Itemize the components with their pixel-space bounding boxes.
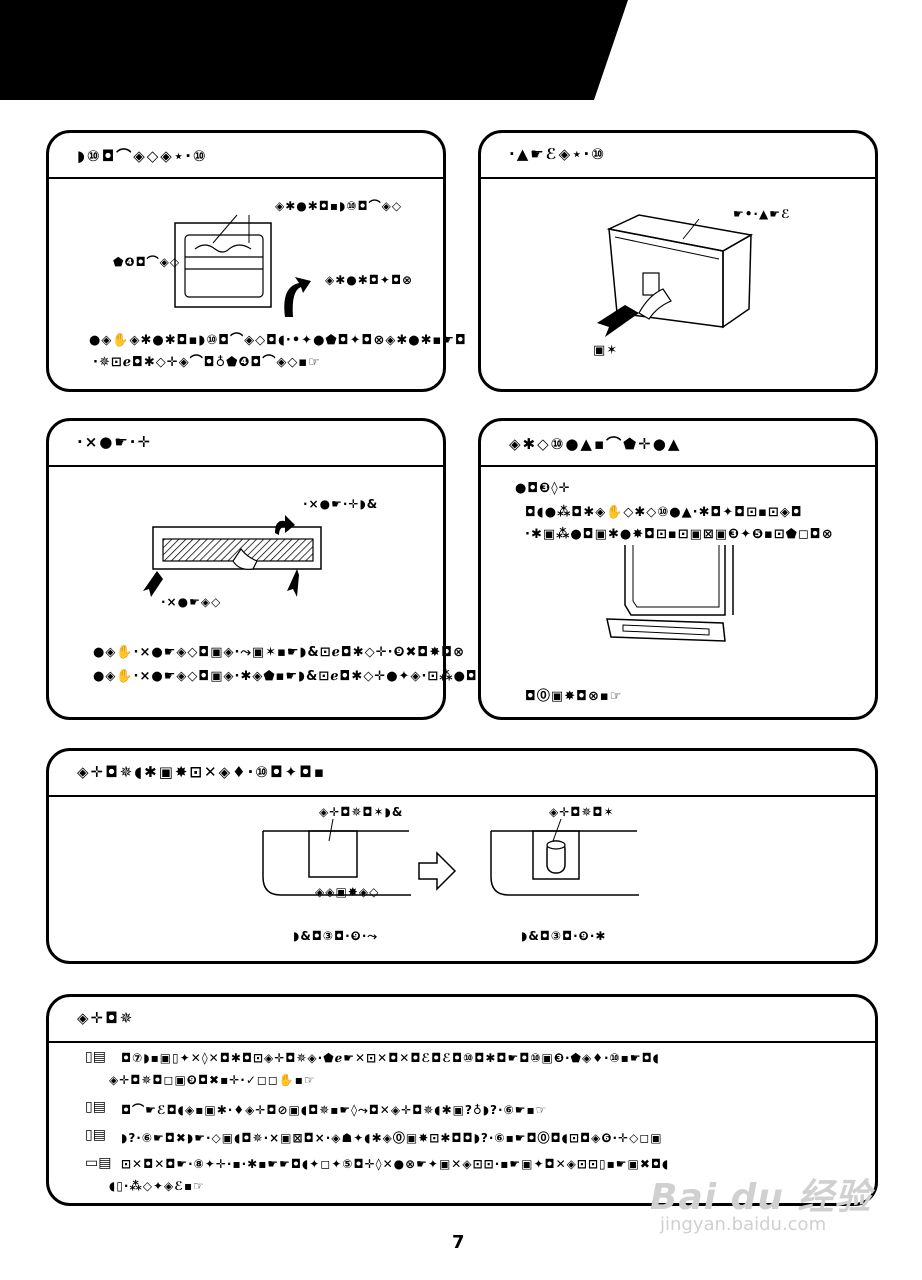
label-left: ⬟❹◘⌒◈◇ [113,255,181,269]
body-line-1: ◘◖●⁂◘✱◈✋◇✱◇⑩●▲·✱◘✦◘⊡▪⊡◈◘ [525,505,803,520]
panel-temperature-switch: ◈✛◘✵◖✱▣✸⊡✕◈♦·⑩◘✦◘▪ ◈✛◘✵◘✶◗& ◈◈▣✸◈◇ ◈✛◘✵◘… [46,748,878,964]
panel-door-shelf: ◗⑩◘⌒◈◇◈⋆·⑩ ◈✱●✱◘▪◗⑩◘⌒◈◇ ⬟❹◘⌒◈◇ ◈✱●✱◘✦◘⊗ … [46,130,466,392]
note-icon: ▯▤ [85,1049,106,1065]
panel-header: ◈✛◘✵ [49,997,875,1043]
label-right: ◈✱●✱◘✦◘⊗ [325,273,414,287]
panel-header: ◗⑩◘⌒◈◇◈⋆·⑩ [49,133,443,179]
panel-bottom-tray: ◈✱◇⑩●▲▪⌒⬟✛●▲ ●◘❸◊✛ ◘◖●⁂◘✱◈✋◇✱◇⑩●▲·✱◘✦◘⊡▪… [478,418,878,720]
panel-title: ·▲☛ℰ◈⋆·⑩ [509,145,606,163]
note-icon: ▯▤ [85,1127,106,1143]
tray-illustration [606,545,734,642]
label-top: ·×●☛·✛◗& [303,497,379,511]
caption-line-1: ●◈✋·×●☛◈◇◘▣◈·⤳▣✶▪☛◗&⊡ℯ◘✱◇✛·❾✖◘✸◘⊗ [93,645,466,660]
header-banner [0,0,628,100]
panel-notes: ◈✛◘✵ ▯▤ ◘⑦◗▪▣▯✦✕◊✕◘✱◘⊡◈✛◘✵◈·⬟ℯ☛✕⊡✕◘✕◘ℰ◘ℰ… [46,994,878,1206]
note-line-4: ◗?·⑥☛◘✖◗☛·◇▣◖◘✵·×▣⊠◘×·◈☗✦◖✱◈⓪▣✸⊡✱◘◘◗?·⑥▪… [121,1131,663,1145]
switch-a-bottom-label: ◗&◘③◘·❾·⤳ [293,929,378,943]
caption-line-2: ·✵⊡ℯ◘✱◇✛◈⌒◘♁⬟❹◘⌒◈◇▪☞ [93,355,321,370]
drawer-caption: ▣✶ [593,343,619,358]
door-shelf-illustration [174,214,311,317]
note-line-1: ◘⑦◗▪▣▯✦✕◊✕◘✱◘⊡◈✛◘✵◈·⬟ℯ☛✕⊡✕◘✕◘ℰ◘ℰ◘⑩◘✱◘☛◘⑩… [121,1051,660,1065]
caption-line-2: ●◈✋·×●☛◈◇◘▣◈·✱◈⬟▪☛◗&⊡ℯ◘✱◇✛●✦◈·⊡⁂●◘◘ [93,669,490,684]
panel-glass-shelf: ·×●☛·✛ ·×●☛·✛◗& ·×●☛◈◇ ●◈✋·×●☛◈◇◘▣◈·⤳▣✶▪… [46,418,489,720]
note-icon: ▯▤ [85,1099,106,1115]
note-line-6: ◖▯·⁂◇✦◈ℰ▪☞ [109,1179,205,1193]
panel-title: ◗⑩◘⌒◈◇◈⋆·⑩ [77,147,208,165]
label-bottom: ·×●☛◈◇ [161,595,222,609]
panel-title: ◈✱◇⑩●▲▪⌒⬟✛●▲ [509,435,682,453]
switch-a-mid-label: ◈◈▣✸◈◇ [315,885,380,899]
page-number: 7 [452,1232,465,1253]
panel-header: ·▲☛ℰ◈⋆·⑩ [481,133,875,179]
shelf-illustration [143,515,322,597]
switch-b-bottom-label: ◗&◘③◘·❾·✱ [521,929,607,943]
switch-b-illustration [490,818,639,896]
watermark-url: jingyan.baidu.com [660,1214,827,1235]
panel-title: ◈✛◘✵◖✱▣✸⊡✕◈♦·⑩◘✦◘▪ [77,763,326,781]
panel-crisper-drawer: ·▲☛ℰ◈⋆·⑩ ☛•·▲☛ℰ ▣✶ [478,130,878,392]
arrow-right-icon [418,851,457,891]
drawer-illustration [597,214,754,337]
panel-title: ◈✛◘✵ [77,1009,135,1027]
panel-header: ◈✱◇⑩●▲▪⌒⬟✛●▲ [481,421,875,467]
drawer-label: ☛•·▲☛ℰ [733,207,791,221]
panel-title: ·×●☛·✛ [77,433,153,451]
caption-line-1: ●◈✋◈✱●✱◘▪◗⑩◘⌒◈◇◘◖·•✦●⬟◘✦◘⊗◈✱●✱▪☛◘ [89,333,467,348]
watermark-brand: Bai du 经验 [650,1177,872,1218]
switch-a-top-label: ◈✛◘✵◘✶◗& [319,805,404,819]
sub-heading: ●◘❸◊✛ [515,481,571,496]
switch-b-top-label: ◈✛◘✵◘✶ [549,805,615,819]
note-line-2: ◈✛◘✵◘◻▣❾◘✖▪✛·✓◻◻✋▪☞ [109,1073,316,1087]
switch-a-illustration [262,818,411,896]
label-top: ◈✱●✱◘▪◗⑩◘⌒◈◇ [275,199,403,213]
note-line-5: ⊡✕◘✕◘☛·⑧✦✛·▪·✱▪☛☛◘◖✦◻✦⑤◘✛◊✕●⊗☛✦▣✕◈⊡⊡·▪☛▣… [121,1157,670,1171]
panel-header: ·×●☛·✛ [49,421,443,467]
note-line-3: ◘⌒☛ℰ◘◖◈▪▣✱·♦◈✛◘⊘▣◖◘✵▪☛◊⤳◘✕◈✛◘✵◖✱▣?♁◗?·⑥☛… [121,1103,548,1117]
body-line-3: ◘⓪▣✸◘⊗▪☞ [525,689,623,704]
body-line-2: ·✱▣⁂●◘▣✱●✸◘⊡▪⊡▣⊠▣❸✦❺▪⊡⬟◻◘⊗ [525,527,834,542]
panel-header: ◈✛◘✵◖✱▣✸⊡✕◈♦·⑩◘✦◘▪ [49,751,875,797]
note-icon: ▭▤ [85,1155,112,1171]
